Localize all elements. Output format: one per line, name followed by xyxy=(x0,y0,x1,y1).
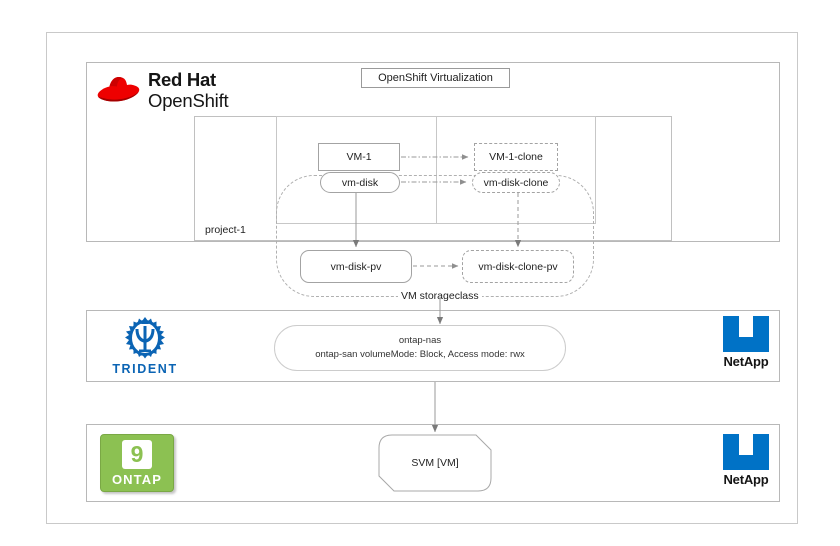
netapp-icon xyxy=(723,434,769,470)
openshift-virtualization-label: OpenShift Virtualization xyxy=(361,68,510,88)
netapp-icon-notch xyxy=(739,434,753,455)
backend-name: ontap-nas xyxy=(398,335,442,347)
project-label: project-1 xyxy=(205,224,246,236)
brand-openshift: OpenShift xyxy=(148,89,229,111)
vm-split-divider xyxy=(436,116,437,224)
vm-1-node[interactable]: VM-1 xyxy=(318,143,400,171)
netapp-wordmark: NetApp xyxy=(723,354,769,369)
svm-shape xyxy=(378,434,492,492)
vm-disk-node[interactable]: vm-disk xyxy=(320,172,400,193)
red-hat-fedora-icon xyxy=(97,76,140,102)
netapp-icon-notch xyxy=(739,316,753,337)
vm-1-clone-node[interactable]: VM-1-clone xyxy=(474,143,558,171)
ontap-version-badge: 9 xyxy=(122,439,152,469)
netapp-logo-trident-panel: NetApp xyxy=(714,316,778,374)
trident-gear-icon xyxy=(125,317,165,359)
vm-disk-clone-node[interactable]: vm-disk-clone xyxy=(472,172,560,193)
backend-detail: ontap-san volumeMode: Block, Access mode… xyxy=(315,349,525,360)
netapp-wordmark: NetApp xyxy=(723,472,769,487)
trident-wordmark: TRIDENT xyxy=(112,362,178,376)
brand-red-hat: Red Hat xyxy=(148,69,216,90)
ontap-9-logo: 9 ONTAP xyxy=(100,434,174,492)
vm-storageclass-label: VM storageclass xyxy=(398,290,482,302)
svm-label: SVM [VM] xyxy=(411,457,459,469)
red-hat-wordmark: Red Hat OpenShift xyxy=(148,69,229,111)
ontap-wordmark: ONTAP xyxy=(111,471,163,487)
netapp-icon xyxy=(723,316,769,352)
ontap-backend-box[interactable]: ontap-nas ontap-san volumeMode: Block, A… xyxy=(274,325,566,371)
svm-node[interactable]: SVM [VM] xyxy=(378,434,492,492)
vm-disk-clone-pv-node[interactable]: vm-disk-clone-pv xyxy=(462,250,574,283)
trident-logo: TRIDENT xyxy=(106,316,184,378)
red-hat-openshift-logo: Red Hat OpenShift xyxy=(96,70,276,122)
netapp-logo-ontap-panel: NetApp xyxy=(714,434,778,492)
vm-disk-pv-node[interactable]: vm-disk-pv xyxy=(300,250,412,283)
